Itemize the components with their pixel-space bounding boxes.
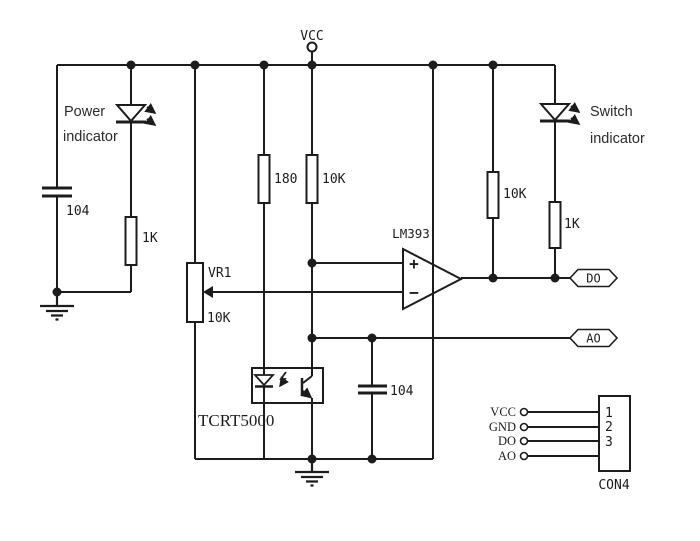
capacitor-plates: [42, 186, 387, 395]
do-net-tag: [568, 268, 619, 288]
do-tag-label: DO: [586, 272, 600, 286]
vr1-name-label: VR1: [208, 266, 231, 281]
resistor-10k-sensor-pullup: [305, 154, 319, 204]
junction-dot: [190, 60, 200, 70]
junction-dot: [126, 60, 136, 70]
ground-symbol-center: [295, 459, 329, 487]
comparator-plus-input: +: [409, 254, 419, 273]
pin-terminal: [519, 436, 529, 446]
pin-terminal: [519, 407, 529, 417]
vcc-net-label: VCC: [300, 29, 323, 44]
sensor-outline: [251, 367, 324, 404]
ground-symbol-left: [40, 292, 74, 321]
con4-pin-label-ao: AO: [498, 449, 516, 463]
resistor-label-180: 180: [274, 172, 297, 187]
power-indicator-label-line2: indicator: [63, 129, 118, 145]
phototransistor-collector: [302, 375, 313, 384]
con4-pin-label-do: DO: [498, 434, 516, 448]
power-indicator-label-line1: Power: [64, 104, 105, 120]
junction-dot: [488, 60, 498, 70]
vr1-body: [186, 262, 204, 323]
ir-led-triangle: [252, 374, 276, 387]
junction-dot: [488, 273, 498, 283]
capacitor-label-input: 104: [66, 204, 90, 219]
resistor-label-10k-do: 10K: [503, 187, 527, 202]
con4-pin-label-gnd: GND: [489, 420, 516, 434]
junction-dots: [52, 60, 560, 464]
vr1-value-label: 10K: [207, 311, 231, 326]
junction-dot: [367, 333, 377, 343]
wire-network: [56, 51, 599, 460]
con4-name-label: CON4: [598, 478, 629, 493]
junction-dot: [307, 258, 317, 268]
con4-pin-number-3: 3: [605, 435, 613, 450]
resistor-1k-power-led: [124, 216, 138, 266]
capacitor-label-filter: 104: [390, 384, 414, 399]
comparator-minus-input: −: [409, 283, 419, 302]
led-light-arrow: [144, 102, 157, 114]
led-light-arrow: [568, 113, 581, 125]
connector-body: [598, 395, 631, 472]
resistor-180-ir-led: [257, 154, 271, 204]
junction-dot: [52, 287, 62, 297]
junction-dot: [367, 454, 377, 464]
led-triangle: [538, 103, 572, 122]
junction-dot: [550, 273, 560, 283]
junction-dot: [259, 60, 269, 70]
ao-net-tag: [568, 328, 619, 348]
led-triangle: [114, 104, 148, 123]
ao-tag-label: AO: [586, 332, 600, 346]
junction-dot: [307, 60, 317, 70]
con4-pin-number-2: 2: [605, 420, 613, 435]
vcc-terminal: [306, 41, 318, 53]
comparator-triangle: [402, 247, 464, 311]
switch-indicator-label-line1: Switch: [590, 104, 633, 120]
tcrt5000-sensor: [251, 367, 324, 404]
con4-connector: [519, 395, 631, 472]
switch-indicator-label-line2: indicator: [590, 131, 645, 147]
sensor-part-label: TCRT5000: [198, 411, 274, 430]
resistor-10k-do-pullup: [486, 171, 500, 219]
pin-terminal: [519, 422, 529, 432]
phototransistor-emitter: [300, 387, 313, 399]
junction-dot: [428, 60, 438, 70]
vr1-wiper-arrow: [203, 286, 213, 298]
con4-pin-label-vcc: VCC: [490, 405, 516, 419]
resistor-label-1k-switch: 1K: [564, 217, 580, 232]
junction-dot: [307, 333, 317, 343]
switch-led: [538, 101, 581, 125]
resistor-label-10k-sensor: 10K: [322, 172, 346, 187]
pin-terminal: [519, 451, 529, 461]
resistor-1k-switch-led: [548, 201, 562, 249]
junction-dot: [307, 454, 317, 464]
led-light-arrow: [568, 101, 581, 113]
led-light-arrow: [144, 114, 157, 126]
comparator-part-label: LM393: [392, 226, 430, 241]
resistor-label-1k-power: 1K: [142, 231, 158, 246]
ir-emission-arrow: [279, 371, 289, 388]
con4-pin-number-1: 1: [605, 406, 613, 421]
power-led: [114, 102, 157, 126]
